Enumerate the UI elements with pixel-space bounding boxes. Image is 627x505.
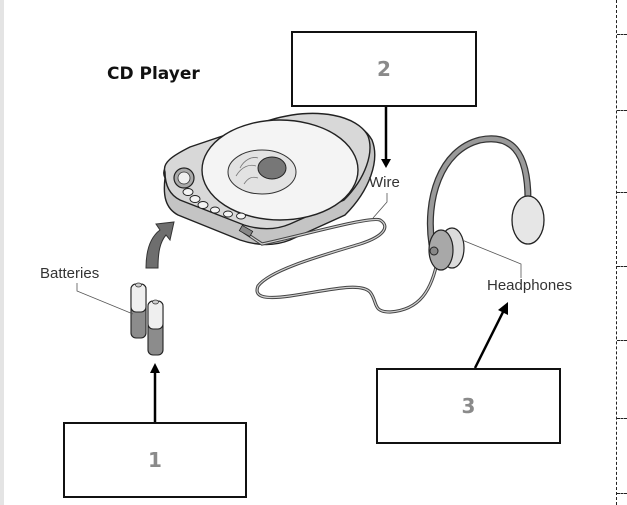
wire-illustration	[238, 217, 440, 314]
margin-tick	[617, 34, 627, 35]
batteries-label: Batteries	[40, 265, 100, 282]
answer-box-number: 1	[148, 448, 162, 472]
headphones-illustration	[426, 135, 545, 271]
headphones-leader-line	[461, 239, 522, 278]
answer-box-2[interactable]: 2	[291, 31, 477, 107]
cd-player-illustration	[163, 112, 376, 246]
left-border-strip	[0, 0, 4, 505]
margin-tick	[617, 266, 627, 267]
diagram-title: CD Player	[107, 64, 200, 84]
batteries-leader-line	[76, 283, 134, 315]
margin-tick	[617, 110, 627, 111]
page-margin-dashed-line	[616, 0, 617, 505]
margin-tick	[617, 340, 627, 341]
margin-tick	[617, 493, 627, 494]
margin-tick	[617, 418, 627, 419]
wire-label: Wire	[369, 174, 400, 191]
answer-box-number: 2	[377, 57, 391, 81]
batteries-illustration	[130, 282, 164, 356]
answer-box-1[interactable]: 1	[63, 422, 247, 498]
arrow-1	[150, 363, 160, 422]
arrow-3	[473, 302, 508, 369]
answer-box-3[interactable]: 3	[376, 368, 561, 444]
wire-leader-line	[372, 193, 388, 219]
insert-arrow-icon	[145, 221, 175, 269]
margin-tick	[617, 192, 627, 193]
arrow-2	[381, 107, 391, 168]
answer-box-number: 3	[461, 394, 476, 418]
headphones-label: Headphones	[487, 277, 573, 294]
